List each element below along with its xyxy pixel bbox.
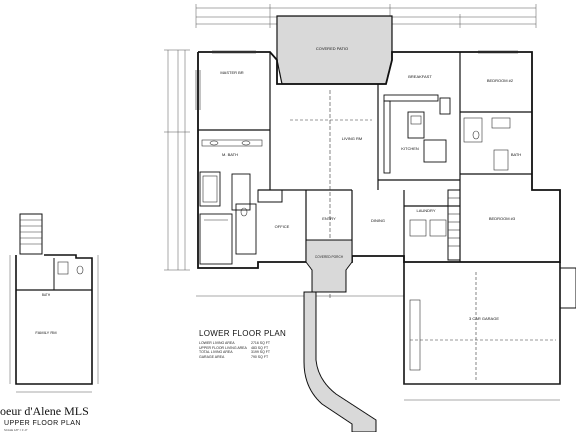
room-breakfast: BREAKFAST — [408, 74, 432, 79]
area-row: LOWER LIVING AREA 2716 SQ FT — [199, 341, 271, 345]
upper-floor-scale: SCALE 1/8" = 1'-0" — [4, 428, 28, 432]
area-row: GARAGE AREA 790 SQ FT — [199, 354, 269, 359]
room-dining: DINING — [371, 218, 385, 223]
upper-room-labels: FAMILY RM BATH — [35, 293, 56, 335]
room-bath: BATH — [511, 152, 521, 157]
room-family: FAMILY RM — [35, 330, 56, 335]
room-covered-porch: COVERED PORCH — [315, 255, 344, 259]
lower-floor-walls — [195, 50, 561, 300]
lower-floor-plan-title: LOWER FLOOR PLAN — [199, 329, 287, 338]
room-bedroom-3: BEDROOM #3 — [489, 216, 516, 221]
room-garage: 3 CAR GARAGE — [469, 316, 499, 321]
room-living: LIVING RM — [342, 136, 362, 141]
room-kitchen: KITCHEN — [401, 146, 419, 151]
room-entry: ENTRY — [322, 216, 336, 221]
room-master-bedroom: MASTER BR — [220, 70, 243, 75]
room-master-bath: M. BATH — [222, 152, 238, 157]
room-bedroom-2: BEDROOM #2 — [487, 78, 514, 83]
upper-floor-walls — [9, 213, 99, 393]
area-row: UPPER FLOOR LIVING AREA 483 SQ FT — [199, 345, 269, 350]
mls-watermark-text: oeur d'Alene MLS — [0, 404, 89, 418]
room-upper-bath: BATH — [42, 293, 51, 297]
room-labels: MASTER BR M. BATH COVERED PATIO LIVING R… — [220, 46, 521, 321]
area-row: TOTAL LIVING AREA 3199 SQ FT — [199, 350, 271, 355]
area-summary-table: LOWER LIVING AREA 2716 SQ FT UPPER FLOOR… — [199, 341, 270, 359]
lower-stairs — [447, 189, 461, 261]
garage — [403, 262, 576, 385]
room-laundry: LAUNDRY — [416, 208, 435, 213]
dimension-lines — [164, 4, 560, 401]
room-office: OFFICE — [275, 224, 290, 229]
room-covered-patio: COVERED PATIO — [316, 46, 348, 51]
covered-porch — [305, 239, 353, 293]
front-walkway — [303, 291, 377, 432]
upper-stairs — [19, 213, 43, 255]
upper-floor-plan-title: UPPER FLOOR PLAN — [4, 420, 81, 427]
